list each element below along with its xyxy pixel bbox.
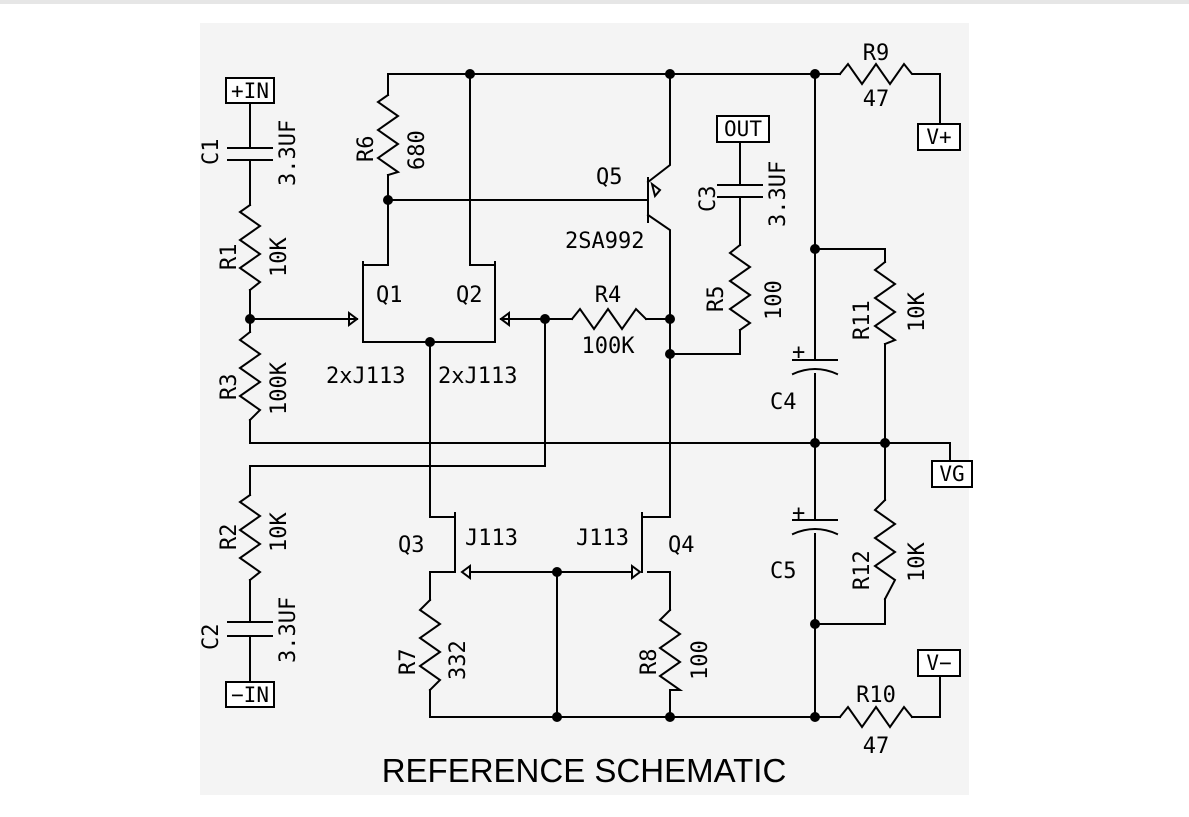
resistor-r4 <box>570 307 648 331</box>
label-r4-value: 100K <box>582 334 636 359</box>
label-r6-value: 680 <box>405 130 430 170</box>
label-r7-value: 332 <box>446 640 471 680</box>
label-q4-ref: Q4 <box>668 533 695 558</box>
label-q1-value: 2xJ113 <box>326 364 405 389</box>
port-v-minus-label: V− <box>926 651 951 675</box>
resistors <box>238 62 941 729</box>
pnp-q5 <box>647 177 662 223</box>
port-vg-label: VG <box>939 462 964 486</box>
port-v-minus-box <box>917 649 961 677</box>
capacitor-c2 <box>227 621 273 637</box>
label-q3-ref: Q3 <box>398 533 425 558</box>
top-divider <box>0 0 1189 4</box>
label-q1-ref: Q1 <box>376 283 403 308</box>
port-vg-box <box>931 460 973 488</box>
label-r3-value: 100K <box>267 361 292 415</box>
label-c3-ref: C3 <box>696 186 721 213</box>
label-c2-ref: C2 <box>199 624 224 651</box>
resistor-r2 <box>238 493 262 582</box>
label-c2-value: 3.3UF <box>276 597 301 663</box>
label-r12-ref: R12 <box>850 550 875 590</box>
label-r2-ref: R2 <box>217 524 242 551</box>
capacitor-c1 <box>227 147 273 161</box>
label-r4-ref: R4 <box>595 283 622 308</box>
label-c5-ref: C5 <box>770 559 797 584</box>
port-in-plus-label: +IN <box>231 79 269 103</box>
label-q2-ref: Q2 <box>456 283 483 308</box>
resistor-r7 <box>418 598 442 692</box>
jfet-q2 <box>494 261 510 327</box>
resistor-r6 <box>376 93 401 177</box>
resistor-r8 <box>658 608 684 691</box>
label-q4-value: J113 <box>576 526 629 551</box>
port-in-minus-box <box>225 681 275 708</box>
resistor-r9 <box>838 62 941 86</box>
label-r1-ref: R1 <box>217 244 242 271</box>
resistor-r10 <box>838 705 914 729</box>
label-r2-value: 10K <box>267 512 292 552</box>
schematic-title: REFERENCE SCHEMATIC <box>382 752 787 789</box>
capacitor-c3 <box>717 184 763 198</box>
label-c1-ref: C1 <box>199 139 224 166</box>
transistors <box>348 177 662 580</box>
label-r9-ref: R9 <box>863 41 890 66</box>
label-c5-plus: + <box>792 501 805 526</box>
label-c4-ref: C4 <box>770 390 797 415</box>
port-v-plus-box <box>917 123 961 151</box>
label-q2-value: 2xJ113 <box>438 364 517 389</box>
label-r10-ref: R10 <box>856 683 896 708</box>
label-q5-ref: Q5 <box>596 165 623 190</box>
label-r11-ref: R11 <box>850 300 875 340</box>
port-v-plus-label: V+ <box>926 125 951 149</box>
label-r3-ref: R3 <box>217 374 242 401</box>
label-r8-ref: R8 <box>637 649 662 676</box>
resistor-r11 <box>873 260 898 346</box>
jfet-q4 <box>631 512 643 580</box>
component-labels: C1 3.3UF R1 10K R3 100K R2 10K C2 3.3UF … <box>199 41 930 759</box>
capacitors <box>227 147 839 637</box>
label-q5-value: 2SA992 <box>565 229 644 254</box>
schematic-sheet <box>200 23 969 795</box>
capacitor-c4 <box>791 359 839 376</box>
resistor-r3 <box>238 330 262 422</box>
jfet-q1 <box>348 261 364 327</box>
resistor-r1 <box>238 203 262 292</box>
label-r1-value: 10K <box>267 237 292 277</box>
resistor-r12 <box>873 498 897 601</box>
label-c4-plus: + <box>792 340 805 365</box>
label-r12-value: 10K <box>905 542 930 582</box>
port-in-minus-label: −IN <box>231 683 269 707</box>
label-r5-value: 100 <box>762 280 787 320</box>
label-r6-ref: R6 <box>354 136 379 163</box>
label-r10-value: 47 <box>863 734 890 759</box>
label-r9-value: 47 <box>863 87 890 112</box>
label-r8-value: 100 <box>688 640 713 680</box>
resistor-r5 <box>728 243 752 332</box>
label-q3-value: J113 <box>465 526 518 551</box>
ports: +IN −IN OUT V+ V− VG <box>225 77 973 708</box>
capacitor-c5 <box>791 519 839 536</box>
label-r7-ref: R7 <box>396 649 421 676</box>
label-c1-value: 3.3UF <box>276 120 301 186</box>
label-r11-value: 10K <box>905 292 930 332</box>
jfet-q3 <box>454 512 471 580</box>
port-out-box <box>716 115 770 143</box>
label-r5-ref: R5 <box>704 286 729 313</box>
junction-dots <box>245 69 890 722</box>
port-out-label: OUT <box>724 117 762 141</box>
port-in-plus-box <box>225 77 275 104</box>
label-c3-value: 3.3UF <box>766 161 791 227</box>
